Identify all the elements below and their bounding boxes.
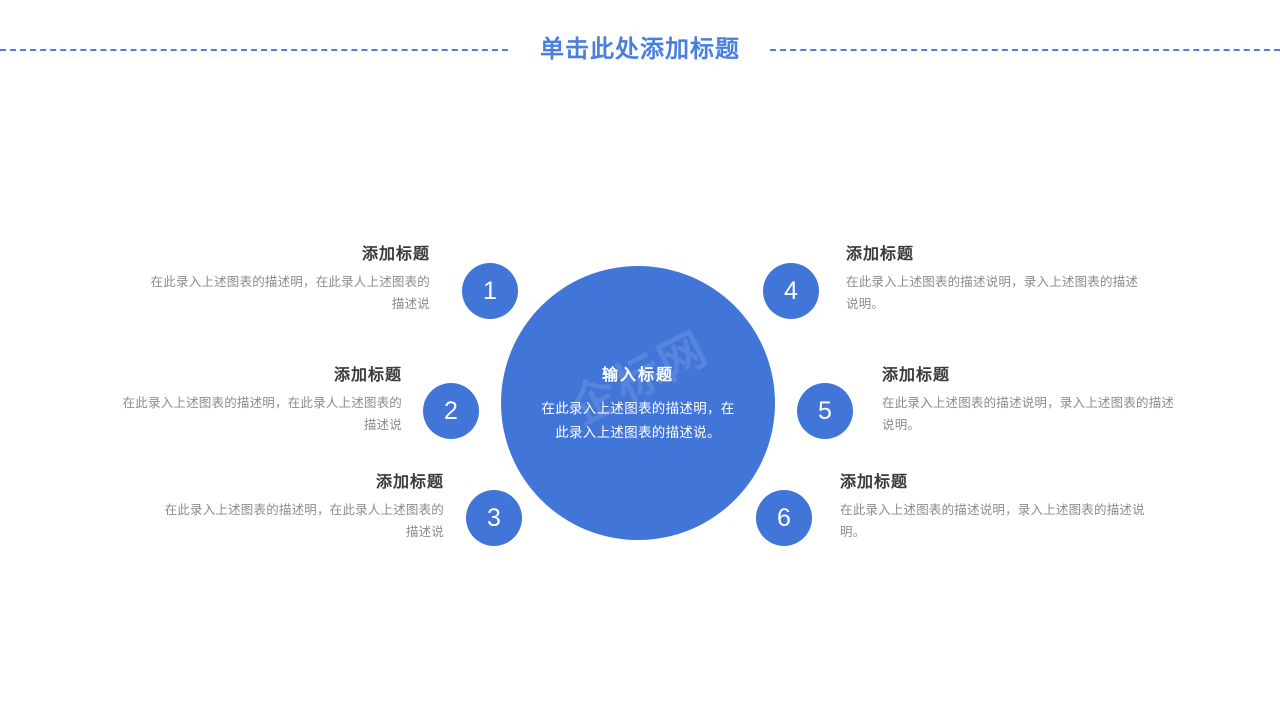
item-description-2[interactable]: 在此录入上述图表的描述明，在此录人上述图表的描述说 xyxy=(122,396,402,432)
item-title-1[interactable]: 添加标题 xyxy=(361,246,430,263)
item-description-6[interactable]: 在此录入上述图表的描述说明，录入上述图表的描述说明。 xyxy=(840,503,1145,539)
item-block-2: 添加标题 在此录入上述图表的描述明，在此录人上述图表的描述说 xyxy=(112,361,402,437)
hub-title[interactable]: 输入标题 xyxy=(601,367,674,385)
number-badge-2[interactable]: 2 xyxy=(423,383,479,439)
center-hub-circle[interactable]: 企标网 输入标题 在此录入上述图表的描述明，在此录入上述图表的描述说。 xyxy=(501,266,775,540)
number-badge-1[interactable]: 1 xyxy=(462,263,518,319)
item-title-6[interactable]: 添加标题 xyxy=(840,474,909,491)
item-description-1[interactable]: 在此录入上述图表的描述明，在此录人上述图表的描述说 xyxy=(150,275,430,311)
number-badge-3[interactable]: 3 xyxy=(466,490,522,546)
header-divider-left xyxy=(0,49,508,51)
item-block-4: 添加标题 在此录入上述图表的描述说明，录入上述图表的描述说明。 xyxy=(846,240,1146,316)
number-badge-6[interactable]: 6 xyxy=(756,490,812,546)
item-description-4[interactable]: 在此录入上述图表的描述说明，录入上述图表的描述说明。 xyxy=(846,275,1139,311)
page-title[interactable]: 单击此处添加标题 xyxy=(540,36,740,63)
item-block-6: 添加标题 在此录入上述图表的描述说明，录入上述图表的描述说明。 xyxy=(840,468,1145,544)
item-description-5[interactable]: 在此录入上述图表的描述说明，录入上述图表的描述说明。 xyxy=(882,396,1175,432)
item-block-3: 添加标题 在此录入上述图表的描述明，在此录人上述图表的描述说 xyxy=(154,468,444,544)
number-badge-5[interactable]: 5 xyxy=(797,383,853,439)
header-divider-right xyxy=(770,49,1280,51)
item-title-2[interactable]: 添加标题 xyxy=(333,367,402,384)
item-description-3[interactable]: 在此录入上述图表的描述明，在此录人上述图表的描述说 xyxy=(164,503,444,539)
hub-description[interactable]: 在此录入上述图表的描述明，在此录入上述图表的描述说。 xyxy=(541,401,735,440)
item-title-4[interactable]: 添加标题 xyxy=(846,246,915,263)
item-block-5: 添加标题 在此录入上述图表的描述说明，录入上述图表的描述说明。 xyxy=(882,361,1180,437)
item-title-3[interactable]: 添加标题 xyxy=(375,474,444,491)
number-badge-4[interactable]: 4 xyxy=(763,263,819,319)
item-block-1: 添加标题 在此录入上述图表的描述明，在此录人上述图表的描述说 xyxy=(150,240,430,316)
item-title-5[interactable]: 添加标题 xyxy=(882,367,951,384)
slide-header: 单击此处添加标题 xyxy=(0,30,1280,70)
